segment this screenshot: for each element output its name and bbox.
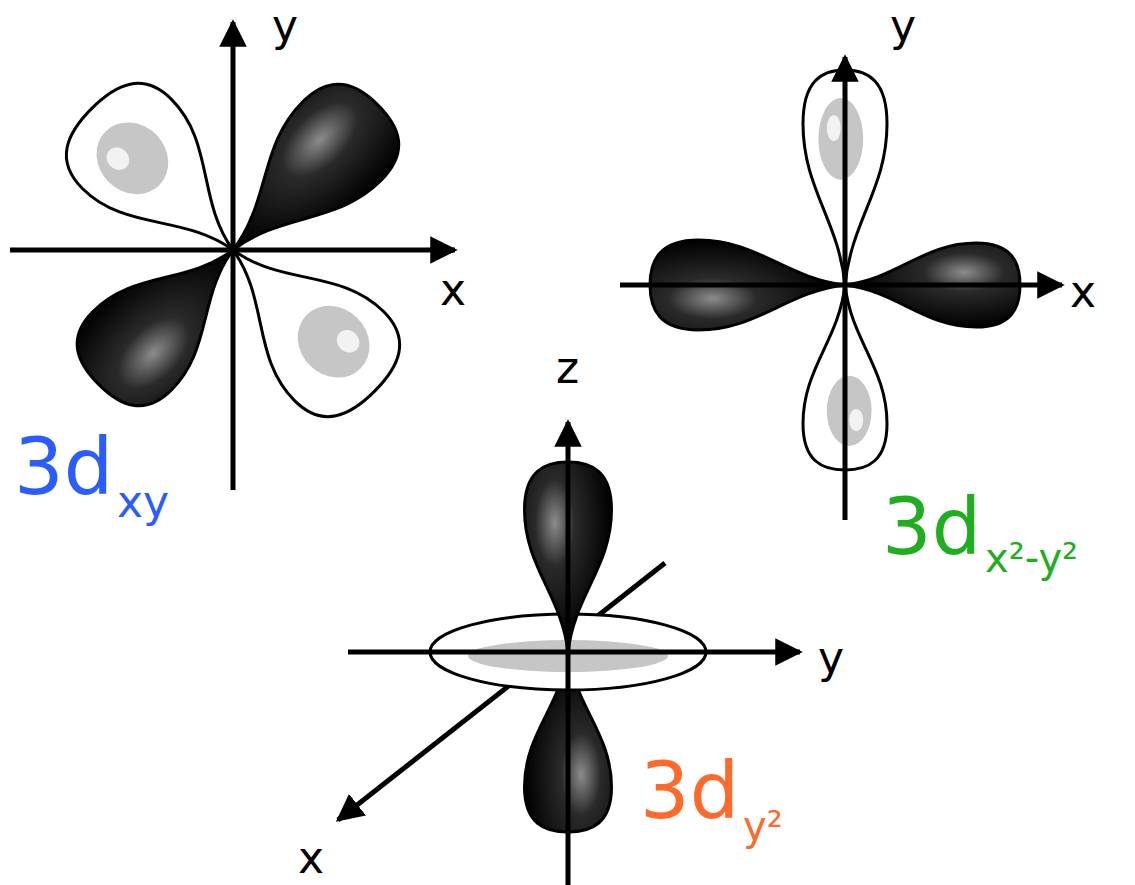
- positive-lobe: [188, 205, 419, 436]
- axis-label: x: [298, 836, 324, 880]
- negative-lobe: [59, 211, 272, 424]
- y-axis: [843, 57, 848, 520]
- orbital-subscript: y²: [743, 806, 783, 846]
- axis-label: y: [818, 636, 844, 680]
- axis-label: y: [890, 4, 916, 48]
- axis-label: x: [1070, 270, 1096, 314]
- orbital-subscript: x²-y²: [985, 538, 1078, 578]
- dz2-orbital: [338, 422, 800, 885]
- orbital-subscript: xy: [117, 480, 169, 524]
- axis-label: z: [556, 346, 579, 390]
- y-axis: [348, 650, 800, 655]
- dxy-orbital: [10, 22, 455, 490]
- y-axis: [231, 22, 236, 490]
- orbital-label: 3d: [14, 428, 113, 506]
- orbital-label: 3d: [640, 752, 739, 830]
- x-axis: [338, 563, 665, 820]
- x-axis: [620, 283, 1062, 288]
- orbital-label: 3d: [882, 488, 981, 566]
- axis-label: x: [440, 268, 466, 312]
- dx2y2-orbital: [620, 57, 1062, 520]
- axis-label: y: [272, 4, 298, 48]
